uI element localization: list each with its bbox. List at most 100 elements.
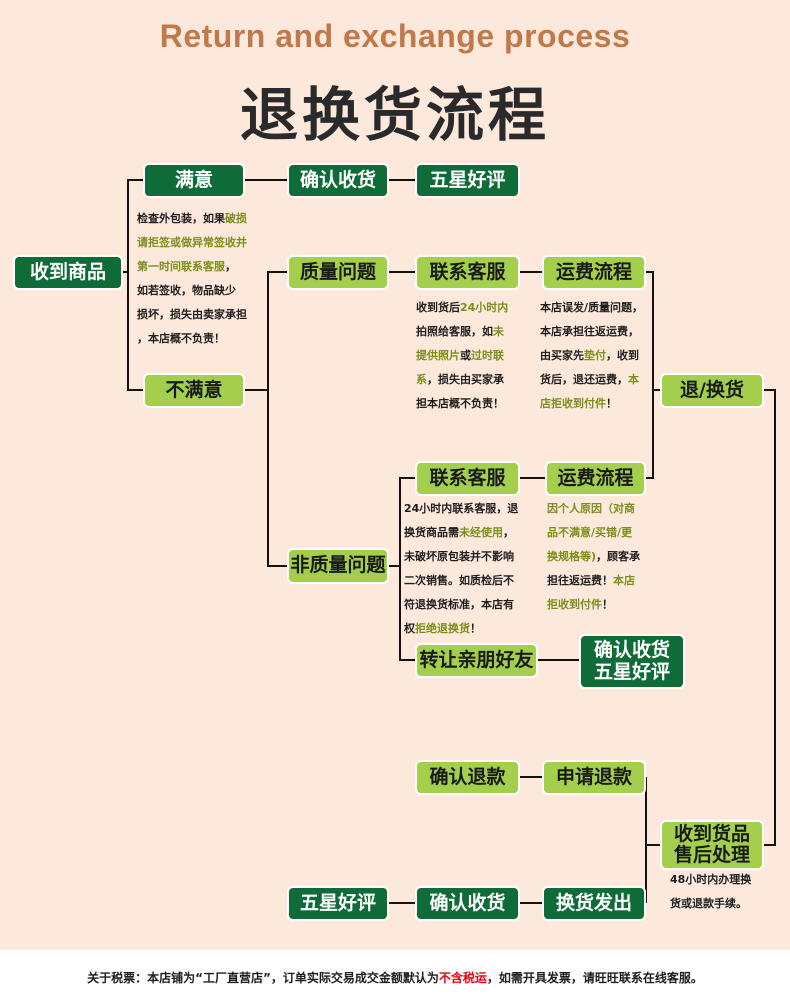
note-text-segment: 未 (493, 325, 504, 338)
note-text-segment: 拒绝退换货 (415, 622, 470, 635)
note-text-segment: ，如需开具发票，请旺旺联系在线客服。 (486, 971, 703, 985)
node-confirm-refund: 确认退款 (415, 760, 520, 795)
note-text-segment: 垫付 (584, 349, 606, 362)
note-text-segment: 货后，退还运费， (540, 373, 628, 386)
node-transfer-friends: 转让亲朋好友 (415, 643, 538, 678)
note-text-segment: 符退换货标准，本店有 (404, 598, 514, 611)
note-text-segment: 收到货后 (416, 301, 460, 314)
line-return-aftersale (764, 389, 776, 846)
note-text-segment: 24小时内 (460, 301, 509, 314)
node-freight-process-1: 运费流程 (542, 255, 646, 290)
node-five-star-1: 五星好评 (415, 163, 520, 198)
note-line: 第一时间联系客服， (137, 255, 247, 279)
note-line: 换规格等)，顾客承 (547, 545, 640, 569)
note-text-segment: 拒收到付件 (547, 598, 602, 611)
note-line: 二次销售。如质检后不 (404, 569, 518, 593)
note-line: 24小时内联系客服，退 (404, 497, 518, 521)
note-text-segment: 本店承担往返运费， (540, 325, 639, 338)
note-text-segment: 未经使用 (459, 526, 503, 539)
note-inspect-package: 检查外包装，如果破损请拒签或做异常签收并第一时间联系客服，如若签收，物品缺少损坏… (137, 207, 247, 351)
note-text-segment: 提供照片 (416, 349, 460, 362)
note-text-segment: 拍照给客服，如 (416, 325, 493, 338)
note-line: 本店误发/质量问题， (540, 296, 643, 320)
note-line: 货后，退还运费，本 (540, 368, 643, 392)
note-line: 检查外包装，如果破损 (137, 207, 247, 231)
note-48h-processing: 48小时内办理换货或退款手续。 (670, 868, 751, 916)
note-text-segment: 过时联 (471, 349, 504, 362)
note-line: 货或退款手续。 (670, 892, 751, 916)
note-line: 因个人原因（对商 (547, 497, 640, 521)
note-quality-freight: 本店误发/质量问题，本店承担往返运费，由买家先垫付，收到货后，退还运费，本店拒收… (540, 296, 643, 416)
note-quality-photo: 收到货后24小时内拍照给客服，如未提供照片或过时联系，损失由买家承担本店概不负责… (416, 296, 508, 416)
connector-lines (123, 179, 776, 904)
note-text-segment: 第一时间联系客服 (137, 260, 225, 273)
line-unsatisfied-branch (245, 271, 287, 391)
note-text-segment: ，顾客承 (596, 550, 641, 563)
note-line: 换货商品需未经使用， (404, 521, 518, 545)
node-after-sale: 收到货品 售后处理 (660, 820, 764, 870)
node-freight-process-2: 运费流程 (545, 461, 646, 496)
note-line: 担往返运费！本店 (547, 569, 640, 593)
note-text-segment: 本 (628, 373, 639, 386)
note-line: 拒收到付件！ (547, 593, 640, 617)
note-line: 品不满意/买错/更 (547, 521, 640, 545)
note-text-segment: ， (225, 260, 236, 273)
line-freight1-return (646, 271, 660, 391)
node-satisfied: 满意 (143, 163, 245, 198)
title-chinese: 退换货流程 (239, 81, 550, 149)
note-text-segment: 权 (404, 622, 415, 635)
note-text-segment: 关于税票：本店铺为“工厂直营店”，订单实际交易成交金额默认为 (87, 971, 439, 985)
node-contact-service-2: 联系客服 (415, 461, 520, 496)
note-text-segment: 48小时内办理换 (670, 873, 752, 886)
line-freight2-return (646, 390, 654, 479)
note-text-segment: ！ (606, 397, 617, 410)
node-five-star-2: 五星好评 (287, 886, 389, 921)
note-line: 48小时内办理换 (670, 868, 751, 892)
note-nonquality-terms: 24小时内联系客服，退换货商品需未经使用，未破坏原包装并不影响二次销售。如质检后… (404, 497, 518, 641)
line-nonquality-split (389, 477, 415, 567)
note-text-segment: 店拒收到付件 (540, 397, 606, 410)
node-unsatisfied: 不满意 (143, 373, 245, 408)
note-text-segment: ，本店概不负责！ (137, 332, 225, 345)
note-text-segment: 换规格等) (547, 550, 597, 563)
note-text-segment: 检查外包装，如果 (137, 212, 225, 225)
note-text-segment: ， (503, 526, 514, 539)
note-line: ，本店概不负责！ (137, 327, 247, 351)
note-text-segment: 或 (460, 349, 471, 362)
note-line: 提供照片或过时联 (416, 344, 508, 368)
note-text-segment: 请拒签或做异常签收并 (137, 236, 247, 249)
line-received-unsatisfied (127, 272, 143, 391)
footer-bar: 关于税票：本店铺为“工厂直营店”，订单实际交易成交金额默认为不含税运，如需开具发… (0, 950, 790, 1004)
note-line: 收到货后24小时内 (416, 296, 508, 320)
note-text-segment: 担往返运费！ (547, 574, 613, 587)
note-text-segment: 本店 (613, 574, 635, 587)
note-text-segment: ！ (470, 622, 481, 635)
note-line: 店拒收到付件！ (540, 392, 643, 416)
note-text-segment: 本店误发/质量问题， (540, 301, 644, 314)
node-confirm-receipt-2: 确认收货 (415, 886, 520, 921)
note-text-segment: 如若签收，物品缺少 (137, 284, 236, 297)
note-text-segment: 损坏，损失由卖家承担 (137, 308, 247, 321)
line-unsatisfied-nonquality (267, 390, 287, 567)
node-return-exchange: 退/换货 (660, 373, 764, 408)
note-text-segment: 换货商品需 (404, 526, 459, 539)
node-received: 收到商品 (13, 255, 123, 290)
note-text-segment: 二次销售。如质检后不 (404, 574, 514, 587)
note-text-segment: 因个人原因（对商 (547, 502, 635, 515)
note-line: 拍照给客服，如未 (416, 320, 508, 344)
note-line: 损坏，损失由卖家承担 (137, 303, 247, 327)
line-aftersale-apply (645, 777, 660, 846)
note-text-segment: 货或退款手续。 (670, 897, 747, 910)
note-line: 担本店概不负责！ (416, 392, 508, 416)
note-text-segment: 24小时内联系客服，退 (404, 502, 519, 515)
line-received-split (123, 179, 143, 273)
note-text-segment: 由买家先 (540, 349, 584, 362)
note-text-segment: 未破坏原包装并不影响 (404, 550, 514, 563)
node-apply-refund: 申请退款 (542, 760, 646, 795)
node-exchange-shipped: 换货发出 (542, 886, 646, 921)
note-text-segment: 系 (416, 373, 427, 386)
note-line: 权拒绝退换货！ (404, 617, 518, 641)
node-contact-service-1: 联系客服 (415, 255, 520, 290)
node-quality-issue: 质量问题 (287, 255, 389, 290)
